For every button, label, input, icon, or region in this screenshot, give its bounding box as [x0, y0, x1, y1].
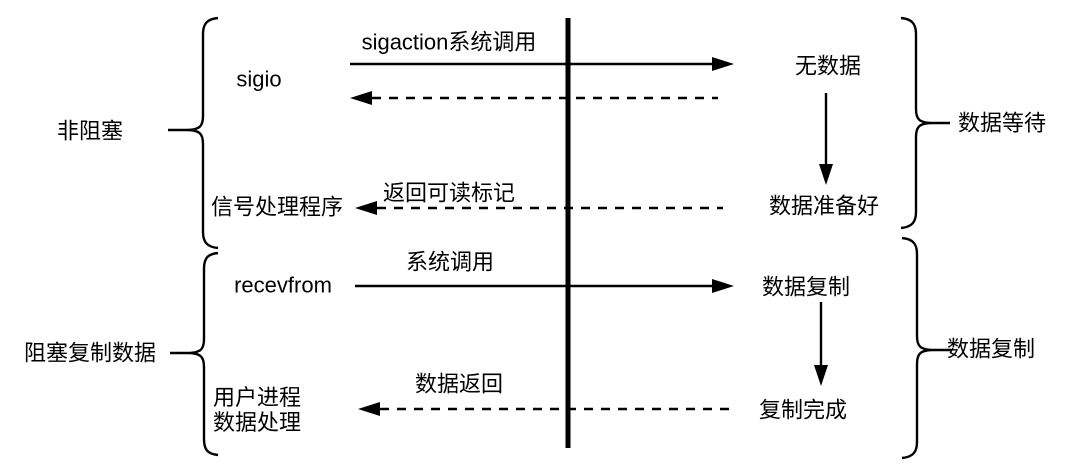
arrow-label-syscall: 系统调用 [405, 249, 495, 275]
arrow-label-data-return: 数据返回 [414, 371, 504, 397]
node-data-copying: 数据复制 [761, 274, 851, 300]
left-brace-blocking [170, 251, 219, 457]
phase-label-data-wait: 数据等待 [957, 110, 1047, 136]
node-recevfrom: recevfrom [234, 272, 332, 298]
arrow-no-data-to-ready [819, 93, 833, 185]
phase-label-blocking-copy: 阻塞复制数据 [23, 340, 157, 366]
arrow-sigaction-syscall [350, 57, 734, 71]
phase-label-nonblocking: 非阻塞 [56, 118, 124, 144]
node-no-data: 无数据 [794, 53, 862, 79]
node-copy-complete: 复制完成 [758, 397, 848, 423]
arrow-sigio-return-dashed [350, 91, 718, 105]
node-user-process: 用户进程 数据处理 [213, 385, 301, 435]
phase-label-data-copy: 数据复制 [946, 336, 1036, 362]
arrow-recevfrom-syscall [355, 279, 734, 293]
node-user-process-line2: 数据处理 [212, 410, 302, 435]
node-sigio: sigio [236, 66, 282, 92]
node-user-process-line1: 用户进程 [212, 385, 302, 410]
arrow-label-return-readable: 返回可读标记 [382, 180, 516, 206]
arrow-data-return-dashed [358, 402, 737, 416]
arrow-copy-to-complete [814, 302, 828, 386]
arrow-label-sigaction-syscall: sigaction系统调用 [361, 29, 537, 55]
left-brace-nonblocking [168, 16, 219, 250]
right-brace-data-wait [900, 16, 950, 230]
node-data-ready: 数据准备好 [768, 193, 880, 219]
node-signal-handler: 信号处理程序 [210, 194, 344, 220]
arrow-return-readable-dashed [355, 201, 723, 215]
right-brace-data-copy [901, 236, 951, 460]
